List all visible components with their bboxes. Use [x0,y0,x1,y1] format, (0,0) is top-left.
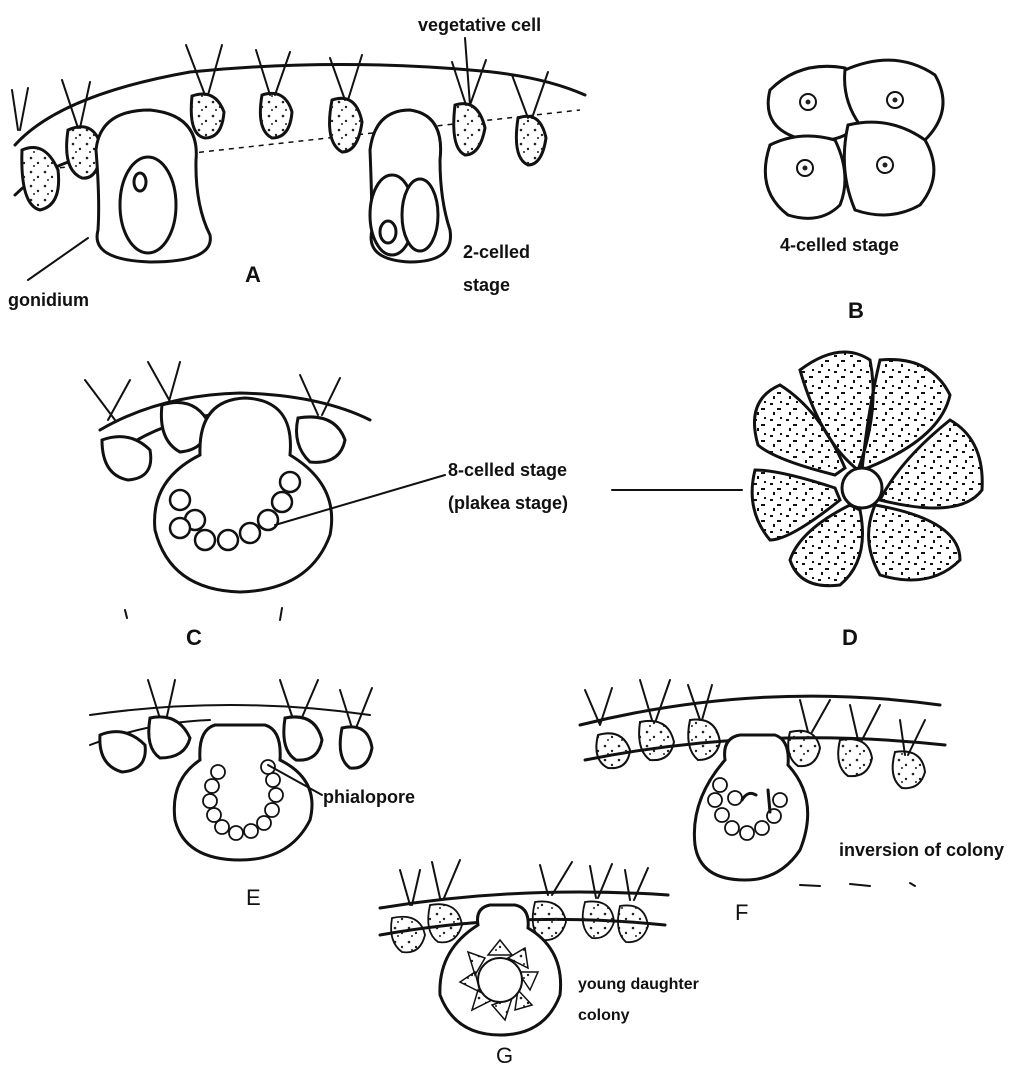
panel-letter-d: D [842,625,858,651]
panel-letter-f: F [735,900,748,926]
label-2-celled: 2-celled [463,242,530,264]
panel-e-drawing [90,680,372,860]
label-plakea-stage: (plakea stage) [448,493,568,515]
label-colony: colony [578,1006,630,1025]
label-4-celled-stage: 4-celled stage [780,235,899,257]
label-8-celled-stage: 8-celled stage [448,460,567,482]
panel-letter-a: A [245,262,261,288]
label-young-daughter: young daughter [578,975,699,994]
panel-letter-c: C [186,625,202,651]
panel-letter-e: E [246,885,261,911]
panel-letter-g: G [496,1043,513,1069]
panel-c-drawing [85,362,445,620]
panel-letter-b: B [848,298,864,324]
label-gonidium: gonidium [8,290,89,312]
panel-b-drawing [765,60,943,218]
label-inversion-of-colony: inversion of colony [839,840,1004,862]
panel-d-drawing [612,352,982,586]
label-phialopore: phialopore [323,787,415,809]
label-2-celled-stage: stage [463,275,510,297]
label-vegetative-cell: vegetative cell [418,15,541,37]
